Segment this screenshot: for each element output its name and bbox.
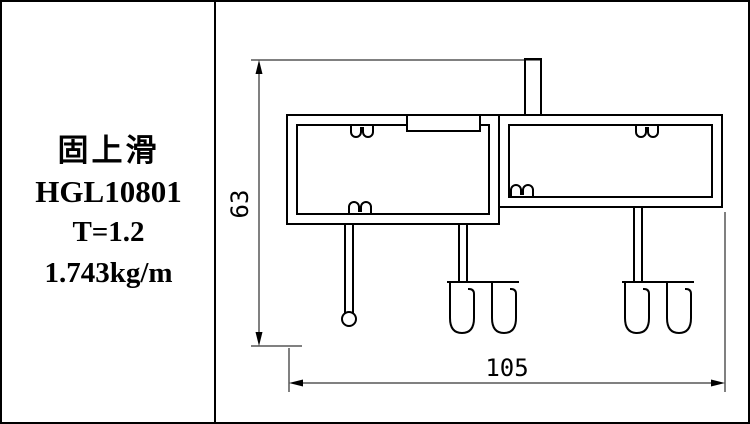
top-notch	[406, 114, 481, 132]
dim-height-label: 63	[226, 190, 254, 219]
dimension-width: 105	[288, 212, 726, 392]
dim-arrow-icon	[711, 379, 725, 387]
right-chamber-outer	[498, 114, 723, 208]
title-block: 固上滑 HGL10801 T=1.2 1.743kg/m	[2, 2, 215, 422]
model-number: HGL10801	[35, 174, 182, 209]
right-hook-rail	[622, 206, 694, 335]
right-chamber-inner	[508, 124, 713, 198]
thickness-spec: T=1.2	[72, 216, 145, 248]
screw-boss-icon	[635, 124, 659, 138]
left-chamber-inner	[296, 124, 490, 215]
dim-arrow-icon	[289, 379, 303, 387]
ball-leg	[341, 223, 357, 327]
center-hook-rail	[447, 223, 519, 335]
screw-boss-icon	[350, 124, 374, 138]
profile-name: 固上滑	[57, 133, 160, 168]
unit-weight: 1.743kg/m	[44, 257, 173, 289]
screw-boss-icon	[510, 184, 534, 198]
top-tab	[524, 58, 542, 116]
dim-width-label: 105	[485, 354, 528, 382]
profile-cross-section	[286, 58, 723, 335]
dimension-height: 63	[226, 59, 542, 347]
dim-arrow-icon	[255, 332, 263, 346]
screw-boss-icon	[348, 201, 372, 215]
dim-arrow-icon	[255, 60, 263, 74]
